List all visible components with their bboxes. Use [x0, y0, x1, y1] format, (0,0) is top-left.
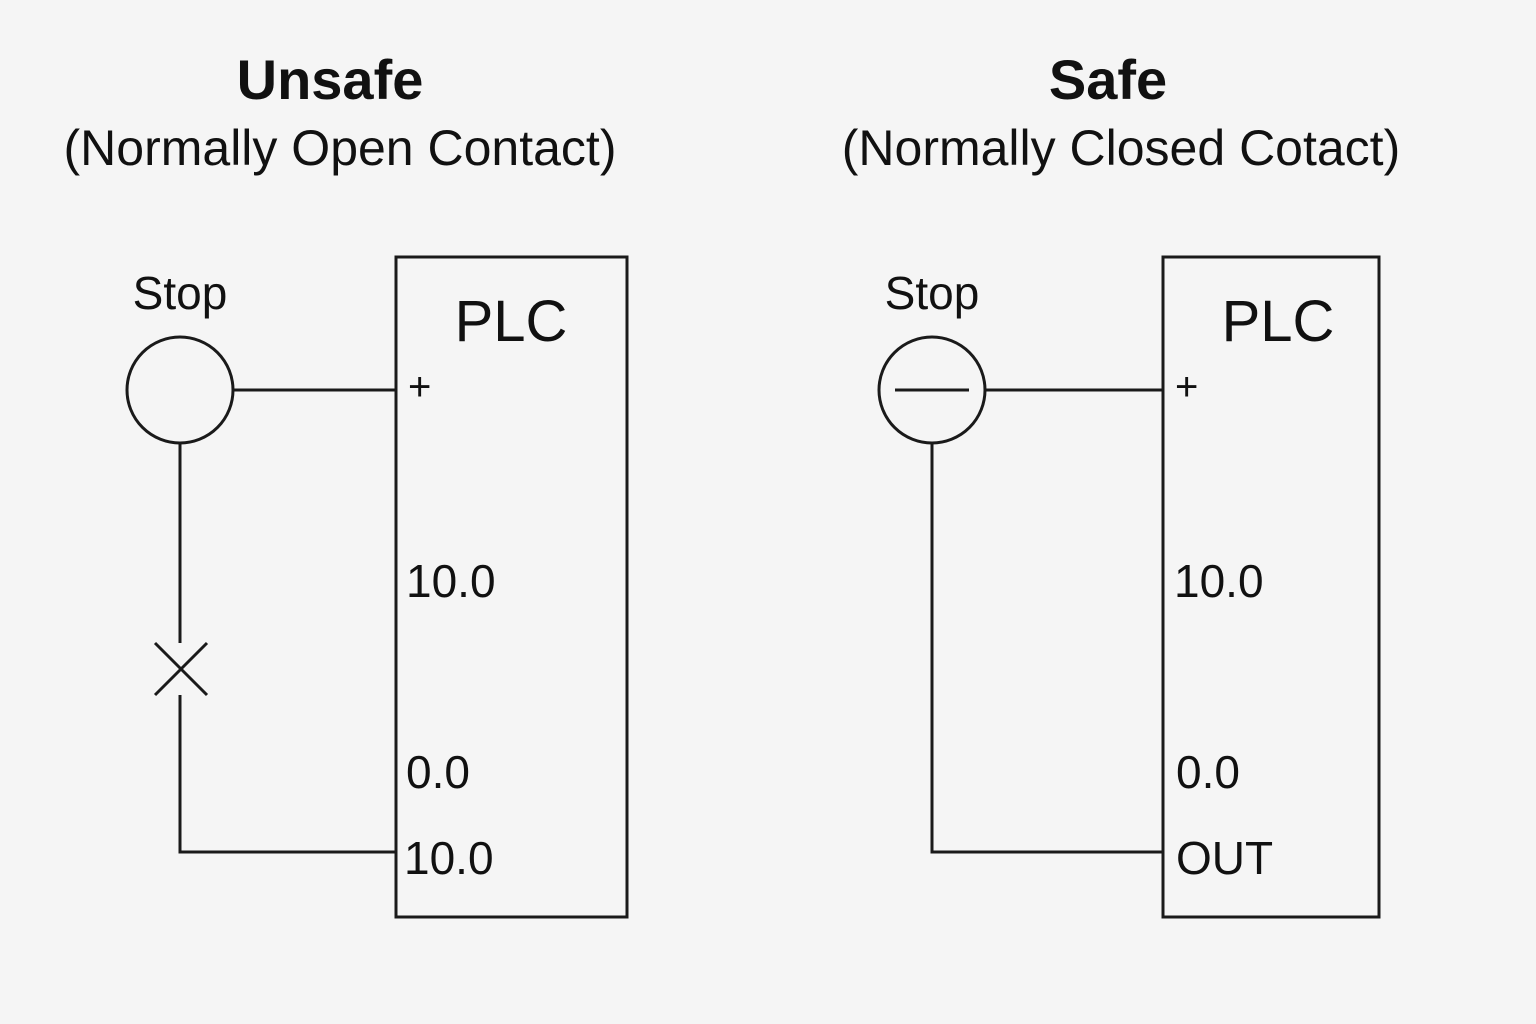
safe-plc-label: PLC	[1222, 289, 1335, 354]
unsafe-pin-plus: +	[408, 365, 431, 409]
unsafe-title: Unsafe	[236, 48, 424, 111]
unsafe-stop-label: Stop	[133, 267, 228, 319]
safe-return-wire	[930, 443, 1163, 854]
unsafe-break-x-mark	[153, 641, 209, 697]
safe-subtitle: (Normally Closed Cotact)	[841, 120, 1401, 176]
unsafe-stop-button-no-contact	[125, 335, 235, 445]
unsafe-subtitle: (Normally Open Contact)	[63, 120, 617, 176]
safe-plc-box	[1161, 255, 1381, 919]
safe-stop-label: Stop	[885, 267, 980, 319]
safe-panel: Stop PLC + 10.0 0.0 OUT	[877, 255, 1381, 919]
unsafe-pin-input: 10.0	[406, 555, 496, 607]
safe-pin-input: 10.0	[1174, 555, 1264, 607]
safe-pin-mid: 0.0	[1176, 746, 1240, 798]
unsafe-pin-mid: 0.0	[406, 746, 470, 798]
unsafe-return-wire-lower	[178, 695, 396, 854]
safe-title: Safe	[1048, 48, 1168, 111]
safe-pin-plus: +	[1175, 365, 1198, 409]
unsafe-plc-box	[394, 255, 629, 919]
unsafe-pin-bottom: 10.0	[404, 832, 494, 884]
safe-pin-bottom: OUT	[1176, 832, 1273, 884]
unsafe-plc-label: PLC	[455, 289, 568, 354]
unsafe-panel: Stop PLC + 10.0 0.0 10.0	[125, 255, 629, 919]
